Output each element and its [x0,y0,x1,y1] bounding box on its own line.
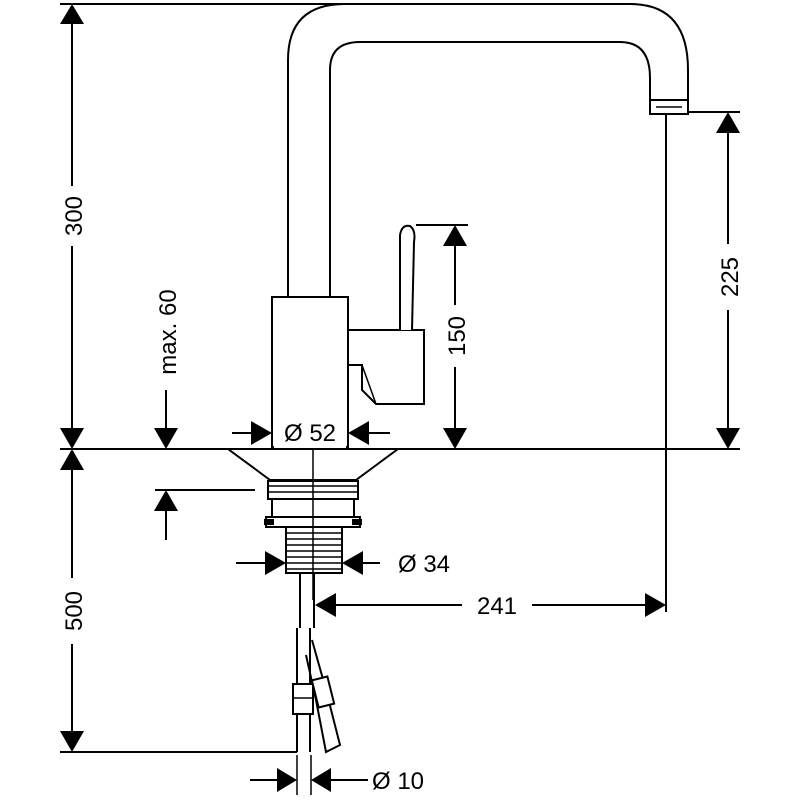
dim-10-arrow-left [277,768,297,792]
dim-150-label-bg [441,305,471,367]
washer-left-tab [264,519,274,525]
dimension-labels: 300 500 max. 60 150 225 Ø 52 Ø 34 241 Ø … [61,196,744,795]
lever-mount [347,329,425,405]
dim-150-arrow-bottom [443,428,467,449]
lever-crease [361,364,377,405]
label-diameter-52: Ø 52 [284,420,336,447]
dim-225-arrow-top [716,112,740,133]
hose-right-fitting [310,675,336,709]
label-225: 225 [717,257,744,297]
hose-left-fitting [292,683,314,715]
dim-300-arrow-top [60,4,84,24]
dim-max60-arrow-bottom [154,490,178,511]
label-diameter-10: Ø 10 [372,768,424,795]
spout-outer-edge [287,3,689,298]
dim-max60-arrow-top [154,428,178,449]
label-150: 150 [444,316,471,356]
dim-10-arrow-right [311,768,331,792]
dim-500-label-bg [58,578,88,644]
label-diameter-34: Ø 34 [398,551,450,578]
label-500: 500 [61,591,88,631]
shank-threads [286,532,342,570]
dim-225-arrow-bottom [716,428,740,449]
dim-300-arrow-bottom [60,428,84,449]
dim-34-arrow-right [342,551,363,575]
dim-500-arrow-bottom [60,731,84,752]
dim-52-label-bg [274,418,346,448]
supply-hose-outer [299,573,315,628]
washer-right-tab [352,519,362,525]
dim-150-arrow-top [443,225,467,246]
dim-52-arrow-right [348,421,369,445]
label-241: 241 [477,593,517,620]
dim-52-arrow-left [251,421,272,445]
dim-241-arrow-right [645,593,666,617]
dimension-lines [58,3,744,795]
dim-34-arrow-left [265,551,286,575]
label-max-60: max. 60 [155,289,182,374]
faucet-outline [224,3,689,754]
threaded-shank [285,526,343,574]
dim-500-arrow-top [60,449,84,470]
lever-handle [399,224,416,331]
dim-300-label-bg [58,186,88,246]
label-300: 300 [61,196,88,236]
dim-241-arrow-left [315,593,336,617]
spout-inner-edge [329,41,651,298]
dim-225-label-bg [714,244,744,310]
